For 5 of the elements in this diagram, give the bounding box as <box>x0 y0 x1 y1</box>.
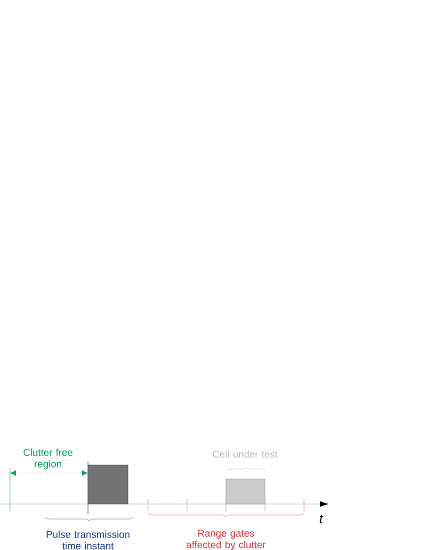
text-label: Cell under test <box>212 450 278 458</box>
text-label: Pulse transmission time instant <box>46 530 130 550</box>
text-label: Range gates affected by clutter <box>186 530 266 550</box>
text-label: Clutter free region <box>24 448 72 470</box>
text-label: t <box>320 514 324 524</box>
